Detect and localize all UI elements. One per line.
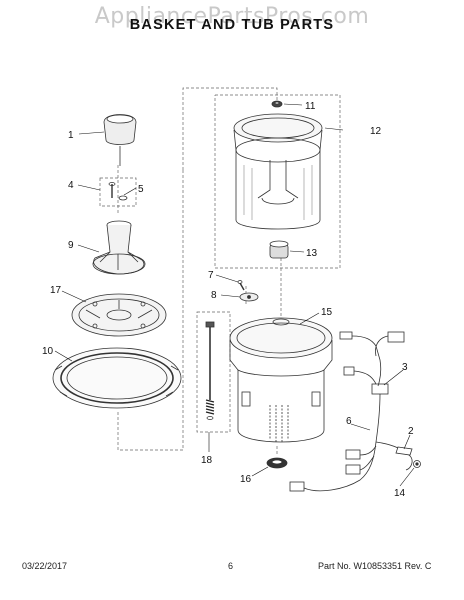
callout-2: 2 [408,426,414,437]
callout-12: 12 [370,126,382,137]
callout-10: 10 [42,346,54,357]
part-tub-seal [266,457,288,469]
callout-3: 3 [402,362,408,373]
part-bolt-washer [108,182,128,201]
callout-labels: 1 2 3 4 5 6 7 8 9 10 11 12 13 14 15 16 1… [42,101,414,499]
footer-date: 03/22/2017 [22,561,68,571]
part-wire-harness [289,331,413,492]
callout-14: 14 [394,488,406,499]
callout-7: 7 [208,270,214,281]
footer-part-number: Part No. W10853351 Rev. C [318,561,432,571]
part-pressure-hose [205,321,215,420]
part-wash-basket [233,113,323,230]
part-hanger-bracket [239,292,259,302]
page-title: BASKET AND TUB PARTS [129,17,335,33]
part-agitator-cap [103,114,137,166]
part-outer-tub [229,317,333,443]
callout-9: 9 [68,240,74,251]
callout-17: 17 [50,285,62,296]
part-impeller [92,220,146,275]
callout-18: 18 [201,455,213,466]
callout-16: 16 [240,474,252,485]
callout-15: 15 [321,307,333,318]
part-basket-drive [269,240,289,259]
part-grommet [237,280,245,291]
part-wash-plate [71,293,167,337]
part-clip [413,460,421,468]
assembly-guide-lines [99,87,341,456]
leader-lines [54,103,415,487]
callout-13: 13 [306,248,318,259]
footer-page-number: 6 [228,561,234,571]
callout-1: 1 [68,130,74,141]
callout-4: 4 [68,180,74,191]
callout-11: 11 [305,101,316,112]
callout-6: 6 [346,416,352,427]
watermark-text: AppliancePartsPros.com [94,4,370,29]
callout-8: 8 [211,290,217,301]
part-spanner-nut [271,100,283,108]
part-tub-ring [52,347,182,409]
callout-5: 5 [138,184,144,195]
part-tie-strap [395,446,413,456]
